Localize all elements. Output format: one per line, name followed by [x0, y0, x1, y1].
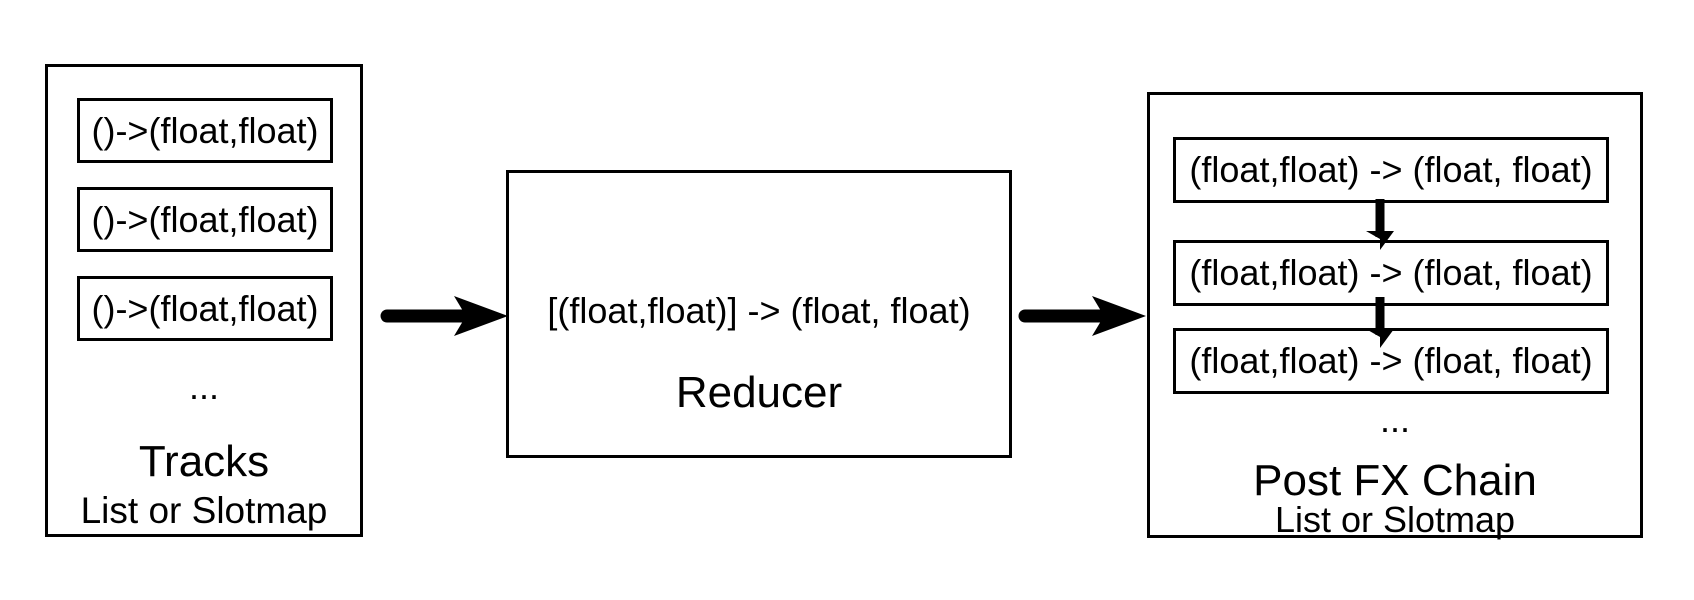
arrow-down-icon	[1366, 297, 1394, 348]
tracks-title: Tracks	[138, 437, 270, 486]
postfx-title: Post FX Chain	[1253, 456, 1537, 505]
fx-slot: (float,float) -> (float, float)	[1173, 137, 1609, 203]
track-slot: ()->(float,float)	[77, 276, 333, 341]
track-slot: ()->(float,float)	[77, 187, 333, 252]
tracks-ellipsis: ...	[188, 366, 219, 407]
reducer-signature: [(float,float)] -> (float, float)	[547, 290, 971, 331]
track-slot: ()->(float,float)	[77, 98, 333, 163]
reducer-title: Reducer	[675, 368, 843, 417]
arrow-right-icon	[1018, 296, 1146, 336]
tracks-subtitle: List or Slotmap	[80, 490, 328, 531]
postfx-subtitle: List or Slotmap	[1274, 499, 1516, 540]
postfx-box: (float,float) -> (float, float) (float,f…	[1147, 92, 1643, 540]
reducer-box: [(float,float)] -> (float, float) Reduce…	[506, 170, 1012, 458]
tracks-box: ()->(float,float) ()->(float,float) ()->…	[45, 64, 363, 537]
fx-slot: (float,float) -> (float, float)	[1173, 240, 1609, 306]
arrow-right-icon	[380, 296, 508, 336]
postfx-ellipsis: ...	[1379, 399, 1410, 440]
arrow-down-icon	[1366, 199, 1394, 250]
